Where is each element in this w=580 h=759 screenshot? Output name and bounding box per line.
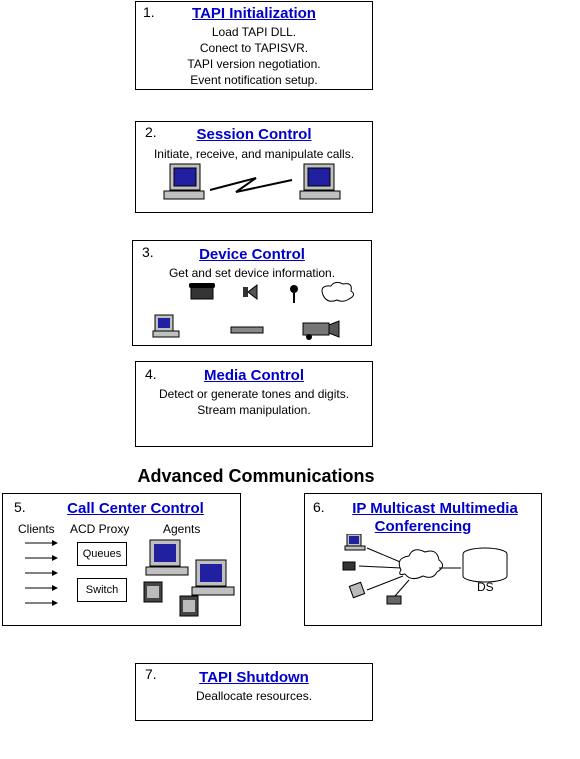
phone-keypad-icon — [143, 581, 163, 603]
cloud-icon — [398, 549, 443, 580]
session-control-link[interactable]: Session Control — [196, 126, 312, 143]
lightning-link-icon — [209, 177, 293, 193]
description-line: Deallocate resources. — [195, 689, 313, 703]
switch-box: Switch — [77, 578, 127, 602]
agents-label: Agents — [163, 522, 201, 536]
acd-proxy-label: ACD Proxy — [70, 522, 130, 536]
video-camera-icon — [386, 595, 402, 605]
description-line: Event notification setup. — [190, 73, 318, 87]
step-number: 5. — [14, 499, 26, 515]
client-arrows — [25, 540, 58, 606]
box-tapi-shutdown: 7. TAPI Shutdown Deallocate resources. — [135, 663, 373, 721]
computer-icon — [299, 163, 341, 200]
call-center-control-link[interactable]: Call Center Control — [67, 500, 204, 517]
database-icon — [462, 547, 508, 583]
step-number: 3. — [142, 244, 154, 260]
step-number: 2. — [145, 124, 157, 140]
device-control-link[interactable]: Device Control — [199, 246, 305, 263]
microphone-icon — [290, 285, 298, 303]
step-number: 6. — [313, 499, 325, 515]
box-device-control: 3. Device Control Get and set device inf… — [132, 240, 372, 346]
advanced-communications-heading: Advanced Communications — [137, 466, 375, 486]
computer-icon — [145, 539, 189, 576]
description-line: Stream manipulation. — [197, 403, 311, 417]
box-ip-multicast-conferencing: 6. IP Multicast Multimedia Conferencing … — [304, 493, 542, 626]
box-session-control: 2. Session Control Initiate, receive, an… — [135, 121, 373, 213]
step-number: 1. — [143, 4, 155, 20]
description-line: Load TAPI DLL. — [211, 25, 297, 39]
modem-icon — [230, 326, 264, 334]
cloud-icon — [321, 281, 355, 302]
tapi-initialization-link[interactable]: TAPI Initialization — [192, 5, 316, 22]
computer-icon — [191, 559, 235, 596]
speaker-icon — [243, 283, 258, 301]
computer-icon — [152, 314, 180, 338]
computer-icon — [163, 163, 205, 200]
media-control-link[interactable]: Media Control — [204, 367, 304, 384]
box-tapi-initialization: 1. TAPI Initialization Load TAPI DLL. Co… — [135, 1, 373, 90]
telephone-icon — [342, 561, 356, 571]
tapi-shutdown-link[interactable]: TAPI Shutdown — [199, 669, 309, 686]
device-illustration — [152, 281, 355, 340]
box-media-control: 4. Media Control Detect or generate tone… — [135, 361, 373, 447]
laptop-icon — [348, 581, 366, 599]
ip-multicast-link[interactable]: IP Multicast Multimedia — [352, 500, 518, 517]
agents-illustration — [143, 539, 235, 617]
step-number: 7. — [145, 666, 157, 682]
telephone-icon — [189, 283, 215, 300]
description-line: TAPI version negotiation. — [187, 57, 321, 71]
session-illustration — [163, 163, 341, 200]
step-number: 4. — [145, 366, 157, 382]
box-call-center-control: 5. Call Center Control Clients ACD Proxy… — [2, 493, 241, 626]
clients-label: Clients — [18, 522, 55, 536]
description-line: Detect or generate tones and digits. — [158, 387, 350, 401]
description-line: Initiate, receive, and manipulate calls. — [153, 147, 355, 161]
computer-icon — [344, 534, 366, 551]
video-camera-icon — [302, 320, 340, 340]
multicast-illustration — [342, 534, 508, 605]
conferencing-link[interactable]: Conferencing — [374, 518, 472, 535]
description-line: Conect to TAPISVR. — [199, 41, 309, 55]
phone-keypad-icon — [179, 595, 199, 617]
description-line: Get and set device information. — [168, 266, 336, 280]
queues-box: Queues — [77, 542, 127, 566]
ds-label: DS — [477, 580, 494, 594]
